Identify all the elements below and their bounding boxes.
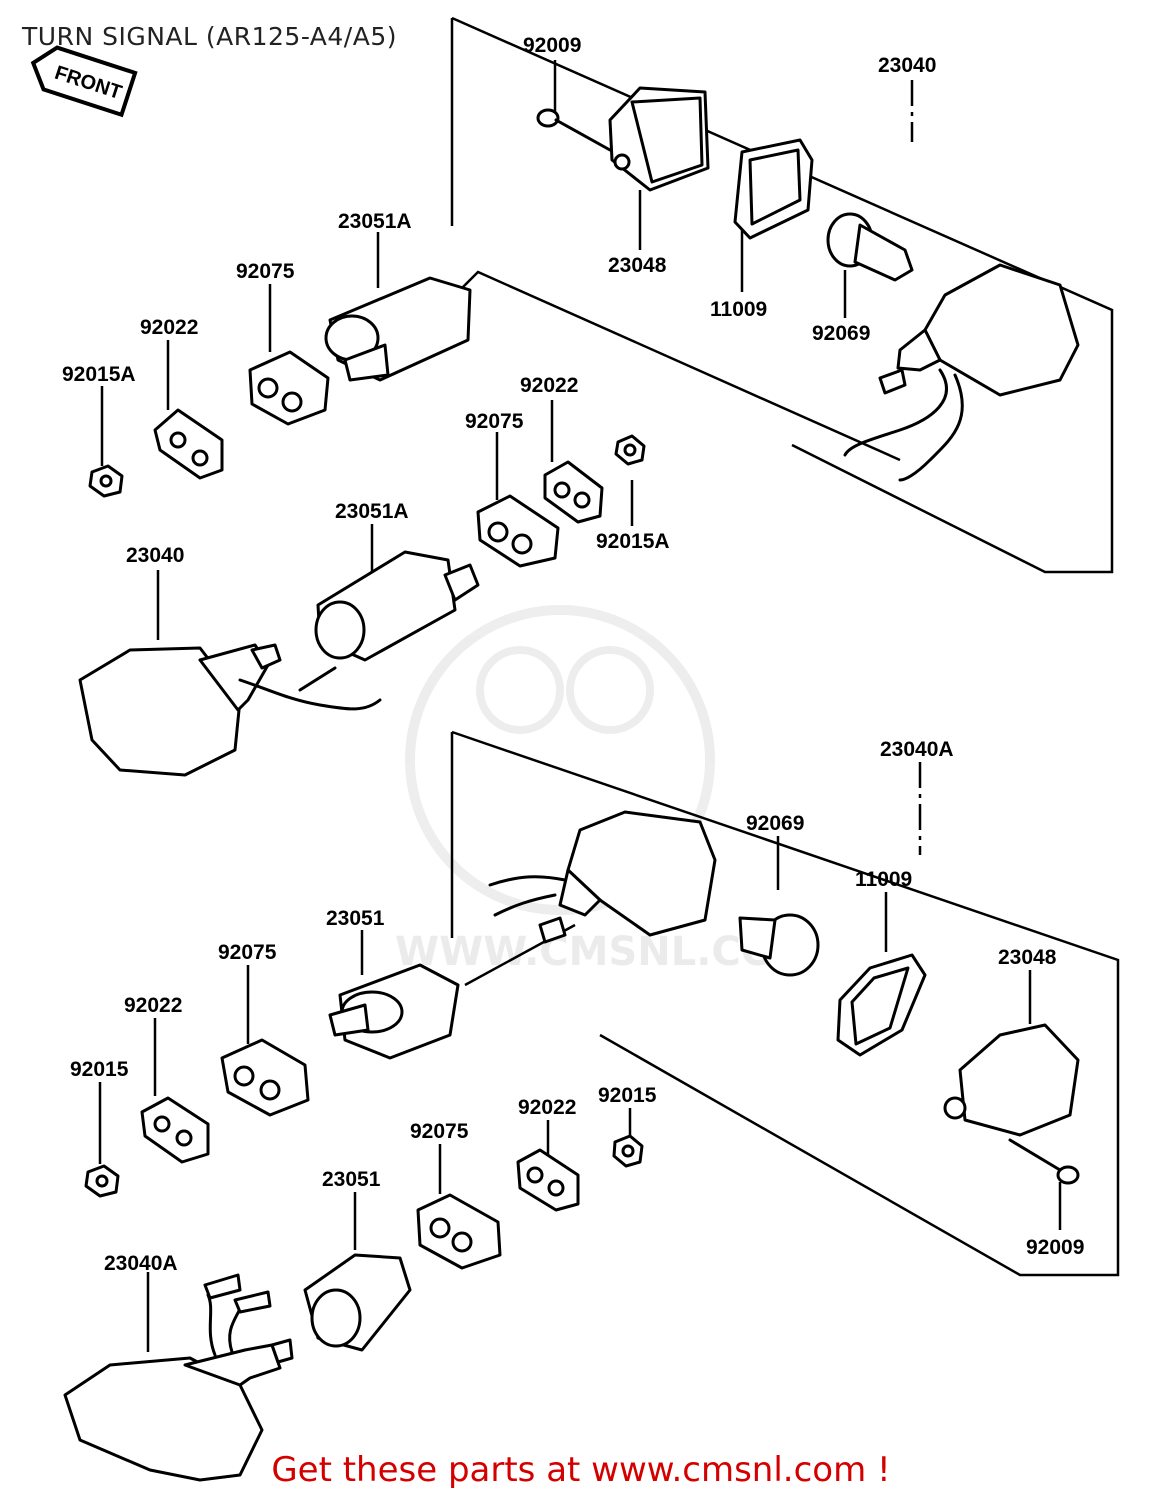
bulb-92069-upper[interactable] (826, 212, 914, 282)
part-label[interactable]: 23040A (880, 738, 954, 761)
footer-link-text[interactable]: Get these parts at www.cmsnl.com ! (271, 1450, 891, 1490)
grommet-92075-upper[interactable] (248, 350, 330, 426)
bulb-92069-lower[interactable] (738, 913, 820, 977)
lens-23048-lower[interactable] (943, 1023, 1080, 1137)
nut-92015A-upper[interactable] (88, 464, 124, 498)
nut-92015-lower-b[interactable] (612, 1134, 644, 1168)
part-label[interactable]: 23040 (126, 544, 184, 567)
screw-92009-lower[interactable] (1008, 1138, 1080, 1185)
part-label[interactable]: 92015 (598, 1084, 657, 1107)
washer-92022-mid[interactable] (543, 460, 604, 524)
part-label[interactable]: 92009 (523, 34, 581, 57)
bracket-23051-a[interactable] (328, 963, 460, 1060)
part-label[interactable]: 92022 (518, 1096, 576, 1119)
part-label[interactable]: 92075 (410, 1120, 469, 1143)
lens-23048-upper[interactable] (608, 86, 710, 192)
screw-92009-upper[interactable] (536, 108, 612, 152)
part-label[interactable]: 23048 (998, 946, 1057, 969)
housing-23040A-left[interactable] (63, 1273, 294, 1482)
upper-assembly-frame-inner (459, 270, 901, 462)
part-label[interactable]: 23051 (322, 1168, 381, 1191)
housing-23040A-lower[interactable] (488, 810, 717, 944)
part-label[interactable]: 92015 (70, 1058, 129, 1081)
part-label[interactable]: 23040A (104, 1252, 178, 1275)
part-labels: 92009 23040 23048 11009 92069 23051A 920… (62, 34, 1084, 1275)
part-label[interactable]: 92075 (218, 941, 277, 964)
leader-lines (98, 60, 1062, 1352)
part-label[interactable]: 92022 (124, 994, 182, 1017)
part-label[interactable]: 11009 (710, 298, 767, 321)
part-label[interactable]: 92069 (812, 322, 870, 345)
part-label[interactable]: 11009 (855, 868, 912, 891)
grommet-92075-lower-b[interactable] (416, 1193, 502, 1270)
lower-assembly-frame (450, 730, 1120, 1277)
housing-23040-left[interactable] (78, 643, 382, 777)
grommet-92075-lower-a[interactable] (220, 1038, 310, 1117)
part-label[interactable]: 92015A (62, 363, 136, 386)
part-label[interactable]: 23051A (338, 210, 412, 233)
part-label[interactable]: 92075 (465, 410, 524, 433)
bracket-23051-b[interactable] (303, 1253, 412, 1352)
part-label[interactable]: 92075 (236, 260, 295, 283)
gasket-11009-lower[interactable] (836, 953, 927, 1057)
part-label[interactable]: 92069 (746, 812, 804, 835)
grommet-92075-mid[interactable] (476, 494, 560, 568)
part-label[interactable]: 92022 (140, 316, 198, 339)
part-label[interactable]: 92009 (1026, 1236, 1084, 1259)
nut-92015-lower-a[interactable] (84, 1164, 120, 1198)
part-label[interactable]: 23051 (326, 907, 385, 930)
bracket-23051A-upper[interactable] (324, 276, 472, 382)
part-label[interactable]: 92022 (520, 374, 578, 397)
front-arrow-marker: FRONT (30, 45, 138, 118)
part-label[interactable]: 23040 (878, 54, 936, 77)
nut-92015A-mid[interactable] (614, 434, 646, 466)
part-label[interactable]: 92015A (596, 530, 670, 553)
bracket-23051A-mid[interactable] (314, 550, 480, 662)
washer-92022-lower-a[interactable] (140, 1096, 210, 1164)
upper-assembly-frame (450, 16, 1114, 574)
part-label[interactable]: 23051A (335, 500, 409, 523)
washer-92022-upper[interactable] (153, 408, 224, 480)
washer-92022-lower-b[interactable] (516, 1148, 580, 1212)
housing-23040-upper[interactable] (843, 263, 1080, 482)
part-label[interactable]: 23048 (608, 254, 667, 277)
page-title: TURN SIGNAL (AR125-A4/A5) (22, 22, 397, 51)
gasket-11009-upper[interactable] (733, 138, 814, 240)
